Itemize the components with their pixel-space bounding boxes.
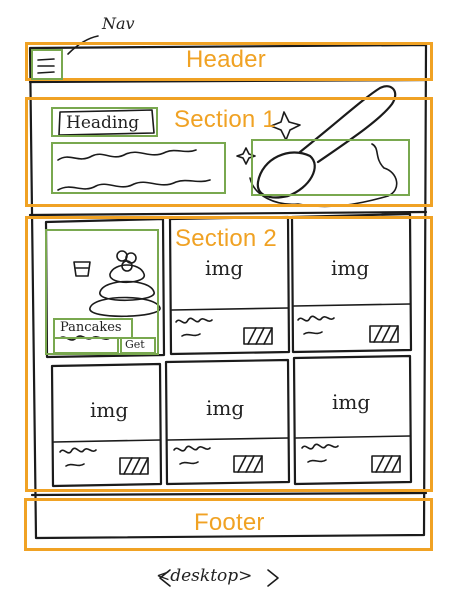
- card-squiggle: [173, 445, 263, 473]
- page-outline: [28, 43, 428, 540]
- footer-divider: [30, 491, 428, 497]
- paragraph-line: [57, 179, 211, 191]
- header-region: [25, 42, 433, 81]
- viewport-annotation: <desktop>: [156, 566, 253, 586]
- card-title: Pancakes: [60, 320, 122, 335]
- card-divider: [167, 437, 289, 441]
- section1-label: Section 1: [174, 106, 276, 133]
- footer-region: [24, 498, 433, 551]
- image-placeholder: img: [205, 256, 244, 280]
- image-placeholder: img: [332, 390, 371, 414]
- card-divider: [53, 439, 161, 443]
- featured-card[interactable]: [45, 229, 159, 355]
- heading-sketch: [58, 109, 155, 136]
- card-squiggle: [59, 447, 149, 475]
- footer-label: Footer: [194, 509, 265, 536]
- card-outline: [290, 212, 413, 354]
- card-squiggle: [297, 315, 399, 343]
- get-button-label: Get: [125, 338, 145, 351]
- card-divider: [295, 435, 411, 439]
- viewport-bracket: [159, 569, 171, 587]
- paragraph-component: [51, 142, 226, 194]
- card-divider: [293, 303, 411, 307]
- section-divider: [28, 210, 428, 217]
- section2-label: Section 2: [175, 225, 277, 252]
- image-placeholder: img: [206, 396, 245, 420]
- get-button[interactable]: [120, 337, 156, 354]
- paragraph-line: [57, 149, 197, 161]
- image-placeholder: img: [90, 398, 129, 422]
- header-label: Header: [186, 46, 266, 73]
- heading-component: [51, 107, 158, 137]
- card-outline: [50, 362, 163, 488]
- section2-region: [25, 216, 433, 492]
- card-description: [53, 337, 119, 354]
- card-divider: [171, 307, 289, 311]
- spoon-illustration: [249, 85, 398, 208]
- section1-region: [25, 97, 433, 207]
- card-outline: [292, 354, 413, 486]
- nav-annotation: Nav: [102, 14, 135, 33]
- section1-heading: Heading: [66, 113, 140, 133]
- viewport-bracket: [267, 569, 279, 587]
- card-squiggle: [175, 317, 273, 345]
- card-outline: [164, 358, 291, 486]
- hamburger-menu-icon: [37, 58, 55, 74]
- hero-image-component: [251, 139, 410, 196]
- image-placeholder: img: [331, 256, 370, 280]
- card-squiggle: [301, 443, 401, 473]
- nav-menu-button[interactable]: [31, 49, 63, 80]
